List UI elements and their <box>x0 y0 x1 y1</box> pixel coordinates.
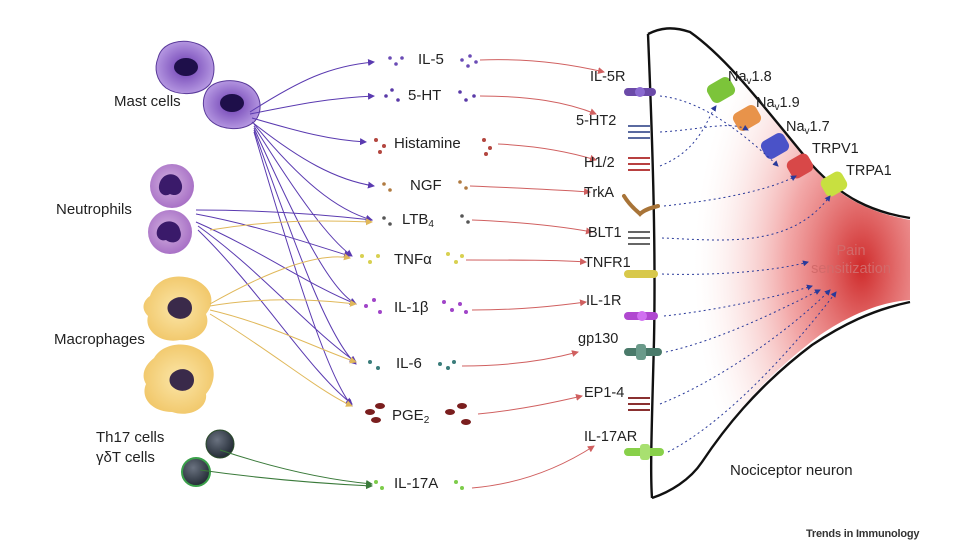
mediator-il6-label: IL-6 <box>396 356 422 371</box>
mediator-il5-label: IL-5 <box>418 52 444 67</box>
label-gdt-cells: γδT cells <box>96 450 155 465</box>
nociceptor-neuron-label: Nociceptor neuron <box>730 462 853 479</box>
label-neutrophils: Neutrophils <box>56 202 132 217</box>
receptor-h12-icon <box>628 158 650 170</box>
mediator-histamine-label: Histamine <box>394 136 461 151</box>
channel-nav19-label: Nav1.9 <box>756 96 800 113</box>
pain-line-2: sensitization <box>796 260 906 278</box>
mediator-ltb4-label: LTB4 <box>402 212 434 230</box>
mediator-pge2-subscript: 2 <box>424 415 430 426</box>
channel-trpa1-label: TRPA1 <box>846 164 892 179</box>
receptor-5ht2-icon <box>628 126 650 138</box>
mediator-tnfa-label: TNFα <box>394 252 432 267</box>
receptor-h12-label: H1/2 <box>584 156 615 171</box>
receptor-tnfr1-icon <box>624 270 658 278</box>
receptor-il17ar-label: IL-17AR <box>584 430 637 445</box>
channel-nav18-label: Nav1.8 <box>728 70 772 87</box>
receptor-trka-label: TrkA <box>584 186 614 201</box>
receptor-ep14-label: EP1-4 <box>584 386 624 401</box>
receptor-il5r-icon <box>624 87 656 97</box>
channel-trpv1-label: TRPV1 <box>812 142 859 157</box>
journal-credit: Trends in Immunology <box>806 528 919 540</box>
mediator-pge2-label: PGE2 <box>392 408 429 426</box>
gdt-cell <box>182 458 210 486</box>
mediator-il1b-label: IL-1β <box>394 300 428 315</box>
label-th17-cells: Th17 cells <box>96 430 164 445</box>
receptor-blt1-label: BLT1 <box>588 226 622 241</box>
channel-nav17-label: Nav1.7 <box>786 120 830 137</box>
mediator-5ht-label: 5-HT <box>408 88 441 103</box>
receptor-il1r-icon <box>624 311 658 321</box>
mast-cell-bottom <box>203 81 260 129</box>
mediator-ltb4-subscript: 4 <box>428 219 434 230</box>
receptor-il1r-label: IL-1R <box>586 294 621 309</box>
pain-sensitization-label: Pain sensitization <box>796 242 906 278</box>
receptor-gp130-label: gp130 <box>578 332 618 347</box>
neutrophil-top <box>150 164 194 208</box>
macrophage-bottom <box>144 344 214 413</box>
label-macrophages: Macrophages <box>54 332 145 347</box>
receptor-il5r-label: IL-5R <box>590 70 625 85</box>
mediator-il17a-label: IL-17A <box>394 476 438 491</box>
macrophage-top <box>144 277 212 341</box>
mast-cell-top <box>156 41 214 93</box>
mediator-ngf-label: NGF <box>410 178 442 193</box>
receptor-tnfr1-label: TNFR1 <box>584 256 631 271</box>
receptor-5ht2-label: 5-HT2 <box>576 114 616 129</box>
th17-cell <box>206 430 234 458</box>
neutrophil-bottom <box>148 210 192 254</box>
receptor-blt1-icon <box>628 232 650 244</box>
label-mast-cells: Mast cells <box>114 94 181 109</box>
pain-line-1: Pain <box>796 242 906 260</box>
